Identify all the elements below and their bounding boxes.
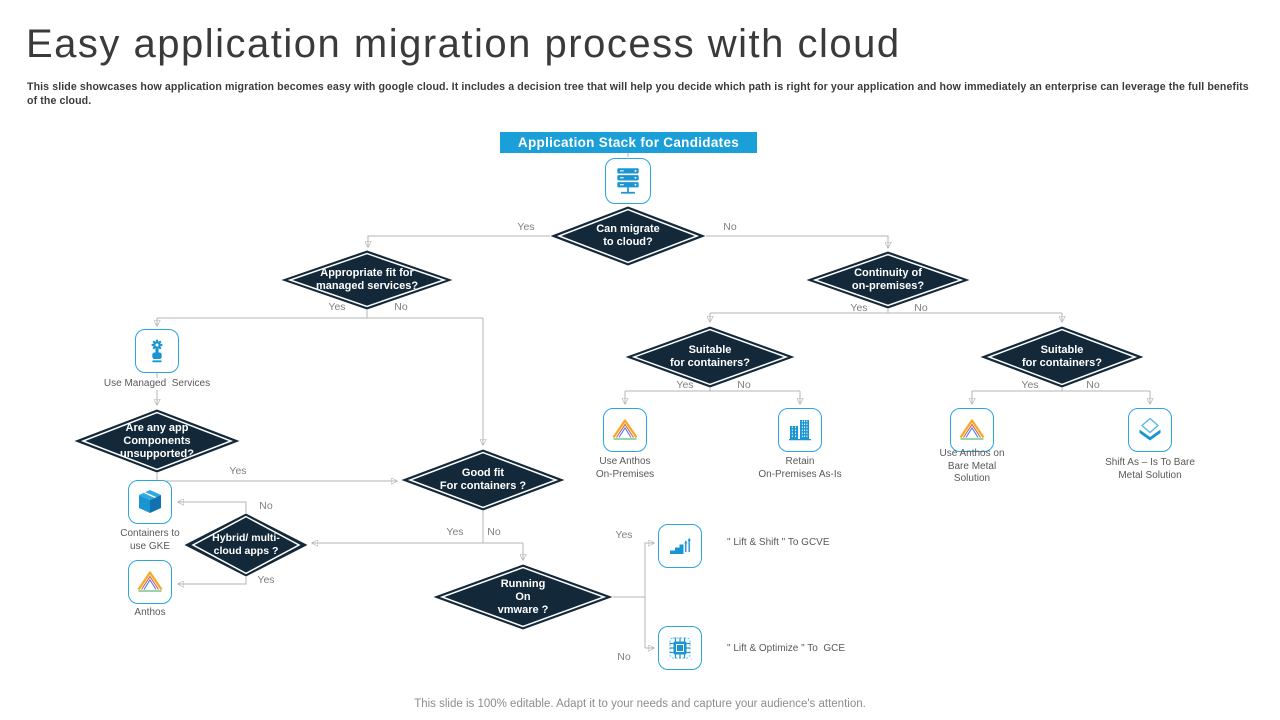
outcome-lift-shift-gcve: " Lift & Shift " To GCVE (727, 537, 830, 548)
shift-bare-metal-icon-box (1128, 408, 1172, 452)
package-box-icon (139, 490, 161, 513)
decision-appropriate-fit: Appropriate fit for managed services? (281, 250, 453, 310)
decision-label: Continuity of on-premises? (851, 267, 925, 292)
diamond-chevron-icon (1139, 417, 1161, 441)
decision-suitable-containers-right: Suitable for containers? (980, 326, 1144, 388)
server-icon (617, 168, 639, 194)
decision-continuity: Continuity of on-premises? (806, 251, 970, 309)
outcome-retain-onprem: Retain On-Premises As-Is (758, 456, 842, 480)
banner-application-stack: Application Stack for Candidates (500, 132, 757, 153)
outcome-anthos-bare-metal: Use Anthos on Bare Metal Solution (939, 448, 1005, 484)
edge-label-no: No (723, 221, 737, 233)
outcome-containers-gke: Containers to use GKE (120, 528, 180, 552)
edge-label-no: No (394, 301, 408, 313)
decision-label: Good fit For containers ? (439, 467, 527, 492)
outcome-shift-bare-metal: Shift As – Is To Bare Metal Solution (1105, 457, 1195, 481)
edge-label-no: No (737, 379, 751, 391)
page-title: Easy application migration process with … (26, 22, 901, 66)
slide-description: This slide showcases how application mig… (27, 81, 1249, 107)
managed-services-icon-box (135, 329, 179, 373)
decision-suitable-containers-left: Suitable for containers? (625, 326, 795, 388)
decision-running-vmware: Running On vmware ? (433, 564, 613, 630)
edge-label-no: No (1086, 379, 1100, 391)
decision-any-unsupported: Are any app Components unsupported? (74, 409, 240, 473)
footer-note: This slide is 100% editable. Adapt it to… (414, 698, 866, 710)
decision-hybrid-multicloud: Hybrid/ multi- cloud apps ? (184, 513, 308, 577)
decision-can-migrate: Can migrate to cloud? (550, 206, 706, 266)
edge-label-no: No (259, 500, 273, 512)
containers-gke-icon-box (128, 480, 172, 524)
outcome-use-managed-services: Use Managed Services (103, 378, 211, 389)
cpu-chip-icon (669, 637, 691, 659)
banner-label: Application Stack for Candidates (517, 135, 740, 150)
server-icon-box (605, 158, 651, 204)
decision-label: Can migrate to cloud? (596, 223, 660, 248)
decision-label: Appropriate fit for managed services? (315, 267, 419, 292)
decision-label: Suitable for containers? (669, 344, 751, 369)
edge-label-no: No (487, 526, 501, 538)
edge-label-yes: Yes (615, 529, 633, 541)
edge-label-yes: Yes (1021, 379, 1039, 391)
anthos-triangle-icon (137, 571, 163, 592)
edge-label-yes: Yes (328, 301, 346, 313)
decision-good-fit: Good fit For containers ? (401, 449, 565, 511)
edge-label-yes: Yes (850, 302, 868, 314)
rising-bars-icon (670, 537, 691, 554)
outcome-lift-optimize-gce: " Lift & Optimize " To GCE (727, 643, 846, 654)
decision-label: Running On vmware ? (497, 577, 549, 616)
outcome-use-anthos-onprem: Use Anthos On-Premises (595, 456, 655, 480)
anthos-triangle-icon (612, 419, 638, 440)
edge-label-yes: Yes (257, 574, 275, 586)
edge-label-yes: Yes (676, 379, 694, 391)
edge-label-no: No (617, 651, 631, 663)
outcome-anthos: Anthos (134, 607, 166, 618)
retain-onprem-icon-box (778, 408, 822, 452)
anthos-onprem-icon-box (603, 408, 647, 452)
edge-label-yes: Yes (446, 526, 464, 538)
edge-label-yes: Yes (517, 221, 535, 233)
anthos-icon-box (128, 560, 172, 604)
gear-hand-icon (151, 339, 163, 363)
edge-label-yes: Yes (229, 465, 247, 477)
lift-shift-icon-box (658, 524, 702, 568)
decision-label: Suitable for containers? (1021, 344, 1103, 369)
lift-optimize-icon-box (658, 626, 702, 670)
buildings-icon (789, 420, 811, 441)
decision-label: Are any app Components unsupported? (120, 421, 194, 460)
anthos-triangle-icon (959, 419, 985, 440)
edge-label-no: No (914, 302, 928, 314)
decision-label: Hybrid/ multi- cloud apps ? (212, 532, 280, 557)
anthos-bare-metal-icon-box (950, 408, 994, 452)
